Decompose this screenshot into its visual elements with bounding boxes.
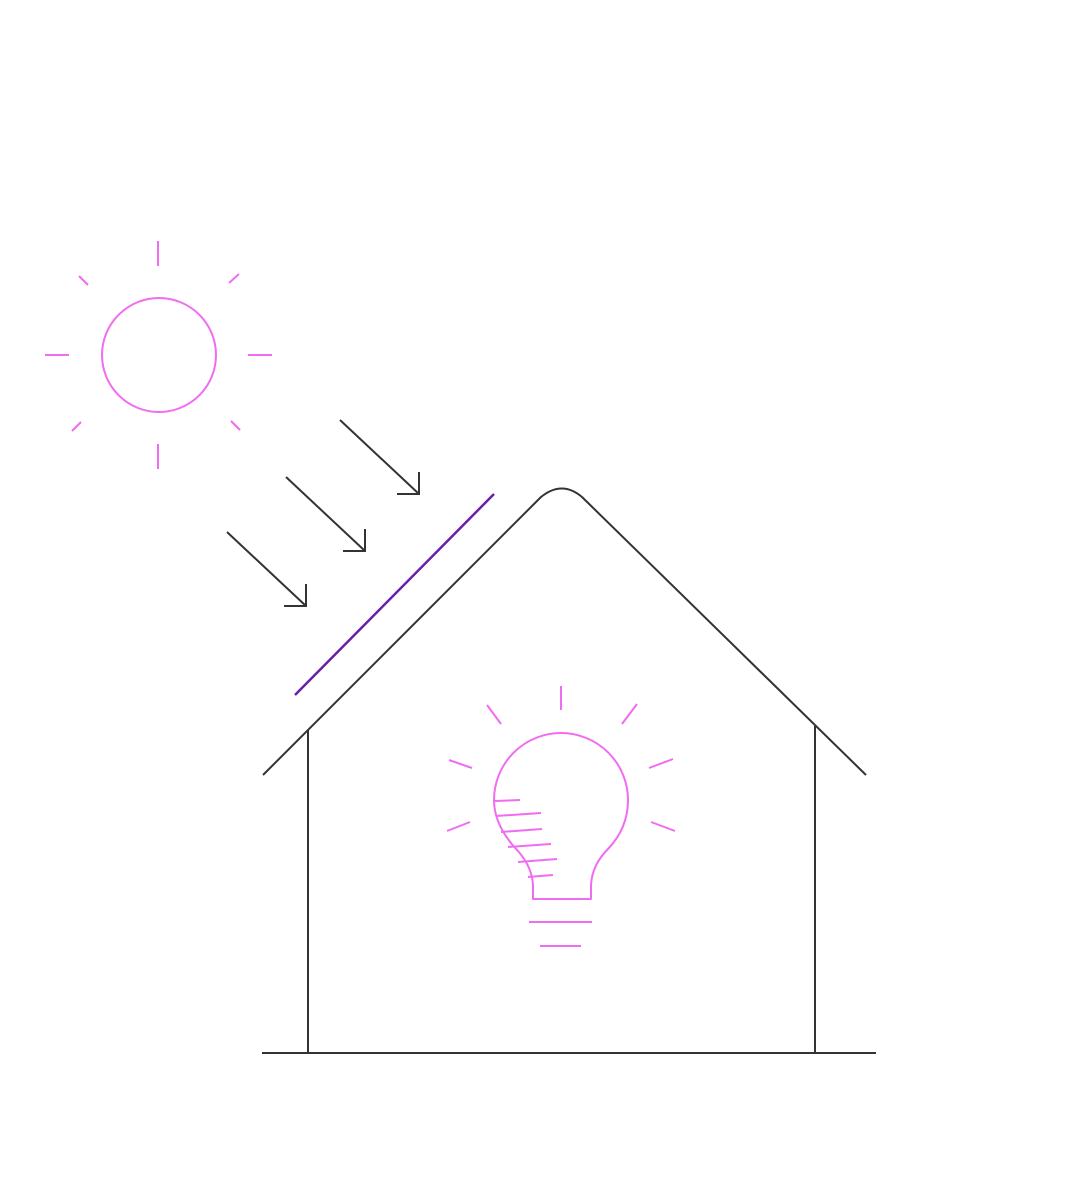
bulb-outline [493, 732, 629, 900]
sunlight-arrow [285, 476, 366, 552]
bulb-ray [446, 686, 676, 832]
sun-disc [101, 297, 217, 413]
sunlight-arrow-icon [226, 419, 420, 607]
light-bulb-icon [446, 686, 676, 947]
sun-ray [230, 420, 241, 431]
solar-panel-icon [294, 493, 495, 696]
sun-ray [78, 275, 89, 286]
sun-ray [71, 421, 82, 432]
house-roof [262, 487, 867, 776]
bulb-shading [494, 799, 558, 878]
house-icon [262, 487, 876, 1054]
sunlight-arrow [226, 531, 307, 607]
sunlight-arrow [339, 419, 420, 495]
sun-icon [45, 241, 272, 469]
sun-ray [228, 273, 240, 284]
